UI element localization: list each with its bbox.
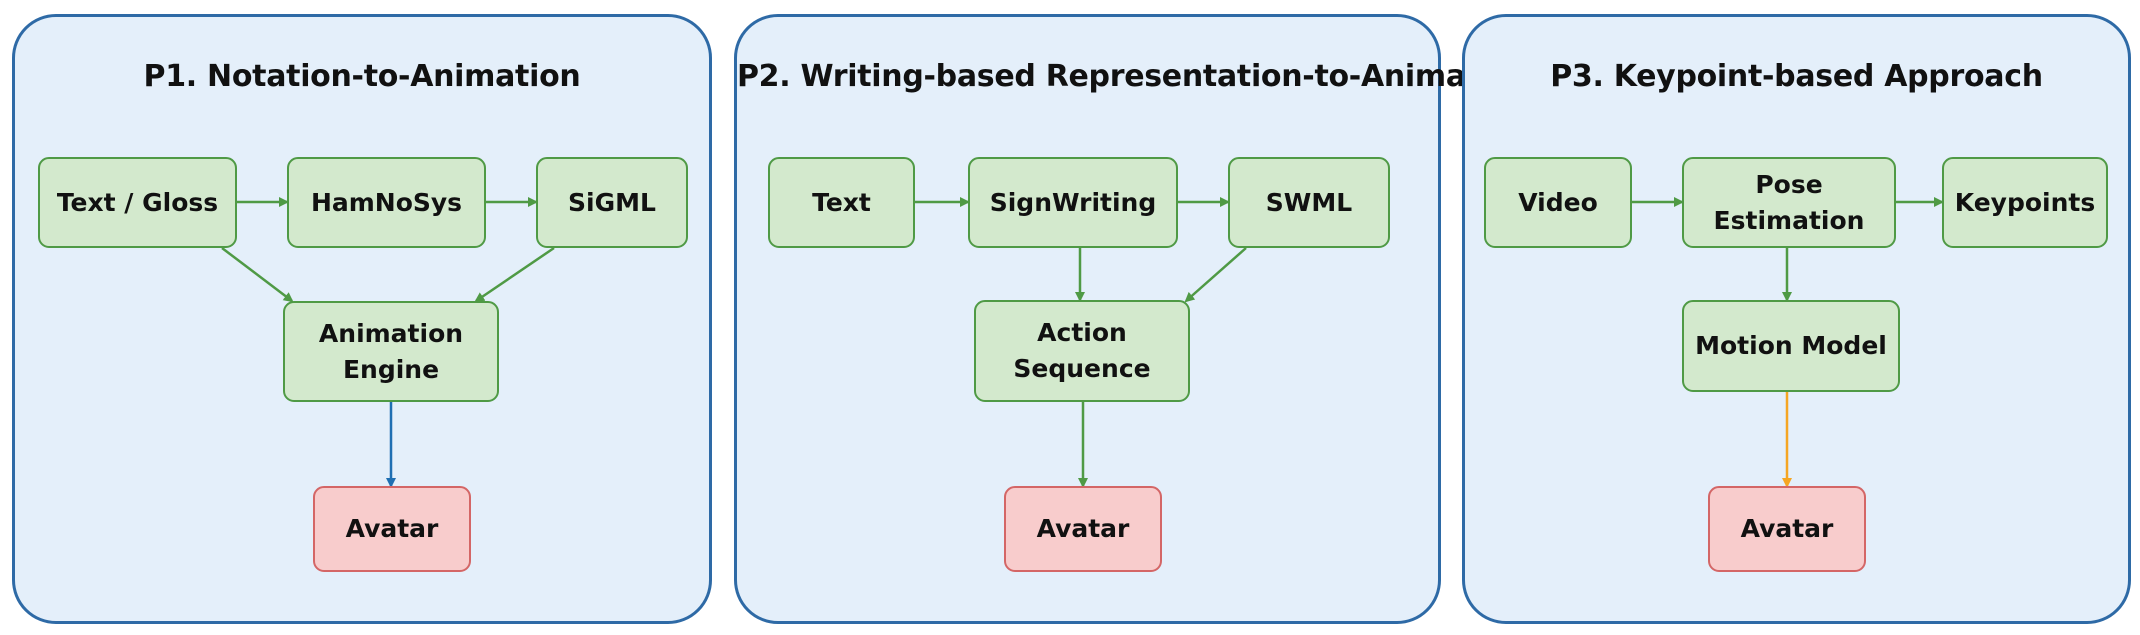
node-motion-model: Motion Model: [1682, 300, 1900, 392]
node-animation-engine: Animation Engine: [283, 301, 499, 402]
node-avatar-p2: Avatar: [1004, 486, 1162, 572]
panel-title-p1: P1. Notation-to-Animation: [143, 59, 581, 94]
node-keypoints: Keypoints: [1942, 157, 2108, 248]
node-sigml: SiGML: [536, 157, 688, 248]
node-video: Video: [1484, 157, 1632, 248]
node-pose-estimation: Pose Estimation: [1682, 157, 1896, 248]
panel-title-p2: P2. Writing-based Representation-to-Anim…: [737, 59, 1532, 94]
node-avatar-p3: Avatar: [1708, 486, 1866, 572]
node-text: Text: [768, 157, 915, 248]
node-avatar-p1: Avatar: [313, 486, 471, 572]
panel-title-p3: P3. Keypoint-based Approach: [1550, 59, 2043, 94]
node-signwriting: SignWriting: [968, 157, 1178, 248]
node-hamnosys: HamNoSys: [287, 157, 486, 248]
node-action-sequence: Action Sequence: [974, 300, 1190, 402]
node-swml: SWML: [1228, 157, 1390, 248]
node-text-gloss: Text / Gloss: [38, 157, 237, 248]
